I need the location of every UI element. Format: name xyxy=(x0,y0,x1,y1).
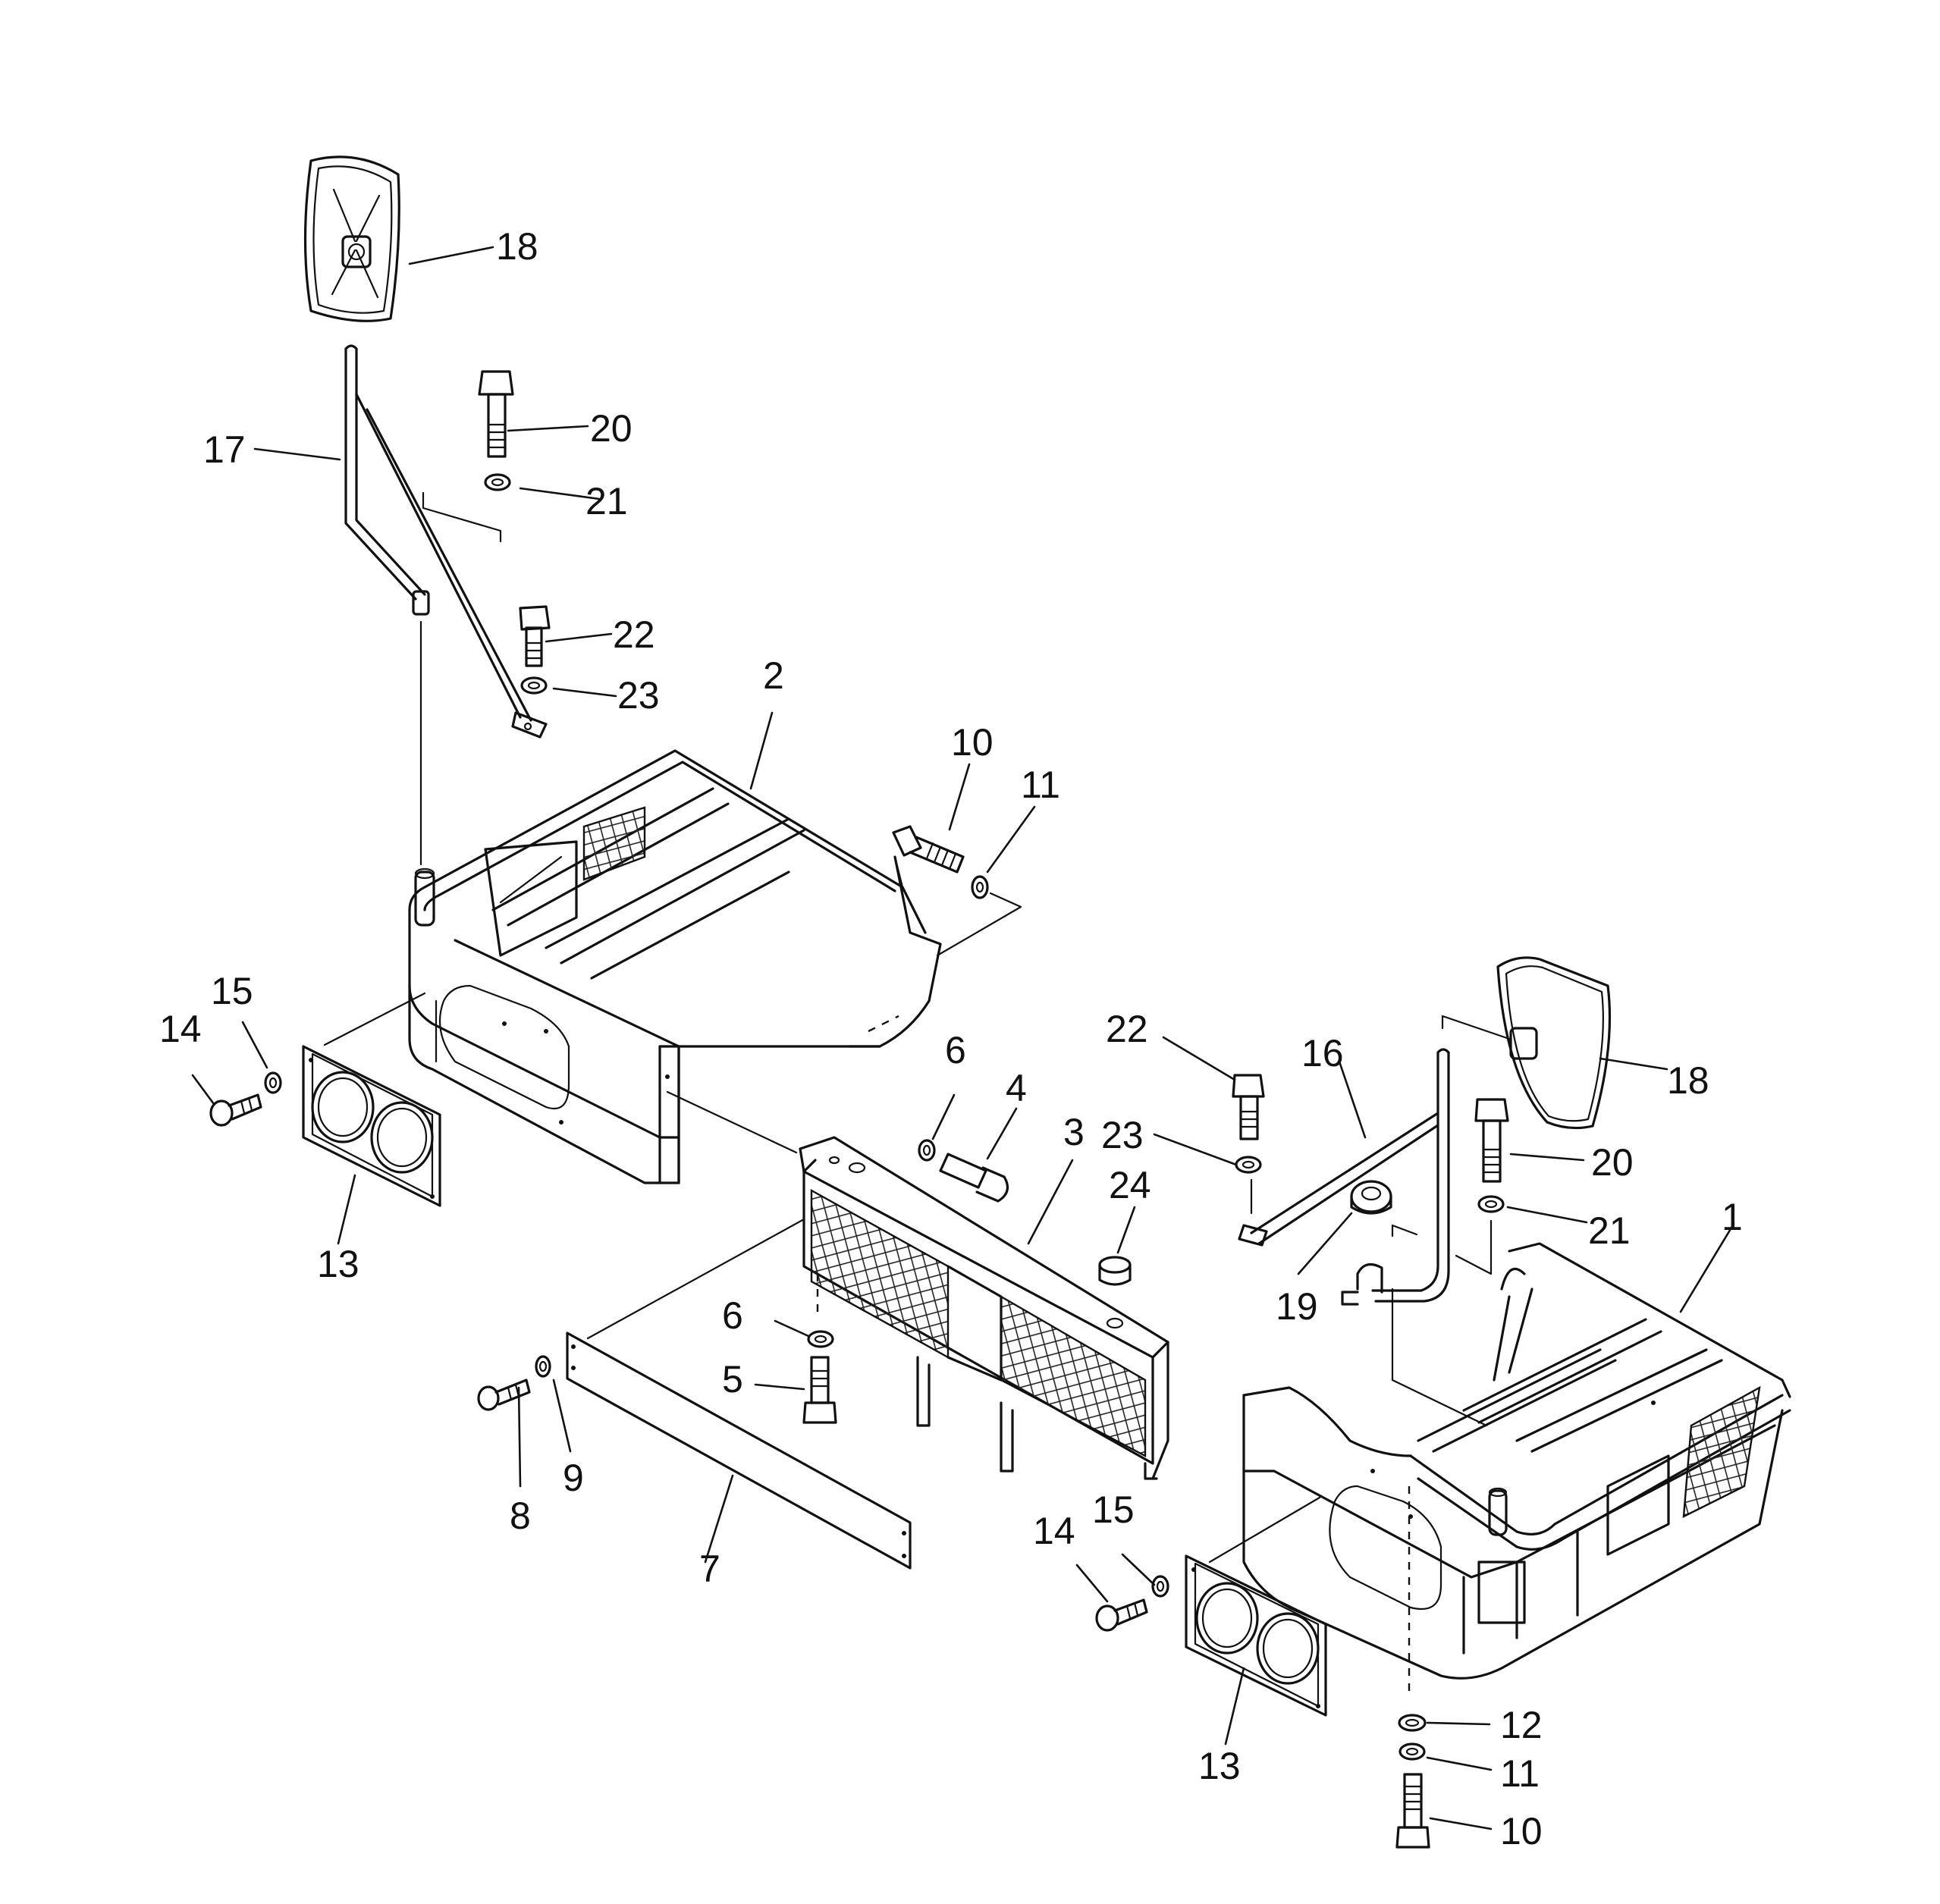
screw-14-right xyxy=(1095,1598,1148,1632)
callout-8: 8 xyxy=(510,1495,531,1537)
callout-23-right: 23 xyxy=(1101,1114,1144,1156)
bolt-10-bottom xyxy=(1395,1773,1430,1849)
callout-11-top: 11 xyxy=(1021,764,1060,806)
bolt-20-right xyxy=(1474,1098,1509,1183)
callout-10-top: 10 xyxy=(951,721,994,764)
callout-21-left: 21 xyxy=(585,480,628,522)
callout-24: 24 xyxy=(1109,1164,1151,1206)
callout-13-left: 13 xyxy=(317,1243,359,1285)
callout-15-left: 15 xyxy=(211,970,253,1012)
callout-21-right: 21 xyxy=(1588,1209,1631,1252)
cap-19 xyxy=(1350,1180,1392,1215)
callout-6-top: 6 xyxy=(945,1029,966,1071)
washer-12 xyxy=(1398,1714,1427,1732)
callout-6-bottom: 6 xyxy=(722,1294,743,1337)
callout-9: 9 xyxy=(563,1457,584,1499)
callout-12: 12 xyxy=(1500,1704,1543,1746)
callout-18-right: 18 xyxy=(1667,1059,1709,1102)
callout-23-left: 23 xyxy=(617,674,660,717)
callout-13-right: 13 xyxy=(1198,1745,1241,1787)
callout-19: 19 xyxy=(1276,1285,1318,1328)
lamp-housing-13-left xyxy=(302,1045,441,1207)
callout-20-right: 20 xyxy=(1591,1141,1634,1184)
washer-6-top xyxy=(918,1139,936,1162)
callout-15-right: 15 xyxy=(1092,1488,1135,1531)
callout-18-left: 18 xyxy=(496,225,538,268)
washer-21-right xyxy=(1477,1195,1505,1213)
frame-1 xyxy=(1242,1242,1791,1680)
callout-22-left: 22 xyxy=(613,613,655,656)
bolt-4 xyxy=(939,1153,1009,1203)
callout-20-left: 20 xyxy=(590,407,633,450)
callout-22-right: 22 xyxy=(1106,1008,1148,1050)
washer-11-top xyxy=(971,875,989,899)
callout-labels: 18 17 20 21 22 23 2 10 11 15 14 13 6 4 3… xyxy=(159,225,1743,1852)
mirror-stay-right xyxy=(1238,1048,1450,1306)
callout-7: 7 xyxy=(699,1548,720,1590)
callout-3: 3 xyxy=(1063,1111,1085,1153)
screw-14-left xyxy=(209,1093,262,1127)
leader-lines xyxy=(191,246,1735,1830)
washer-21-left xyxy=(484,473,511,491)
callout-14-left: 14 xyxy=(159,1008,202,1050)
callout-1: 1 xyxy=(1722,1196,1743,1238)
callout-11-bottom: 11 xyxy=(1500,1752,1540,1795)
callout-4: 4 xyxy=(1006,1067,1027,1109)
screw-8 xyxy=(477,1379,531,1411)
mirror-right xyxy=(1496,956,1612,1130)
bolt-5 xyxy=(802,1356,837,1424)
callout-16: 16 xyxy=(1301,1032,1344,1074)
bolt-10-top xyxy=(892,825,965,874)
bolt-20-left xyxy=(478,370,514,458)
lamp-housing-13-right xyxy=(1185,1554,1327,1717)
plate-7 xyxy=(566,1332,912,1570)
washer-6-bottom xyxy=(807,1330,834,1348)
mirror-stay-left xyxy=(344,344,548,739)
mirror-left xyxy=(303,155,400,322)
frame-2 xyxy=(408,749,942,1184)
callout-2: 2 xyxy=(763,654,784,697)
washer-9 xyxy=(535,1355,551,1378)
washer-15-right xyxy=(1151,1575,1169,1598)
bolt-22-right xyxy=(1232,1074,1265,1140)
callout-10-bottom: 10 xyxy=(1500,1810,1543,1852)
washer-15-left xyxy=(264,1071,282,1094)
callout-5: 5 xyxy=(722,1358,743,1401)
bolt-22-left xyxy=(519,605,551,667)
washer-23-left xyxy=(520,676,548,695)
callout-14-right: 14 xyxy=(1033,1510,1075,1552)
washer-23-right xyxy=(1235,1156,1262,1174)
grille-3 xyxy=(799,1136,1169,1480)
plug-24 xyxy=(1098,1256,1132,1286)
callout-17: 17 xyxy=(203,428,246,471)
washer-11-bottom xyxy=(1398,1742,1426,1761)
